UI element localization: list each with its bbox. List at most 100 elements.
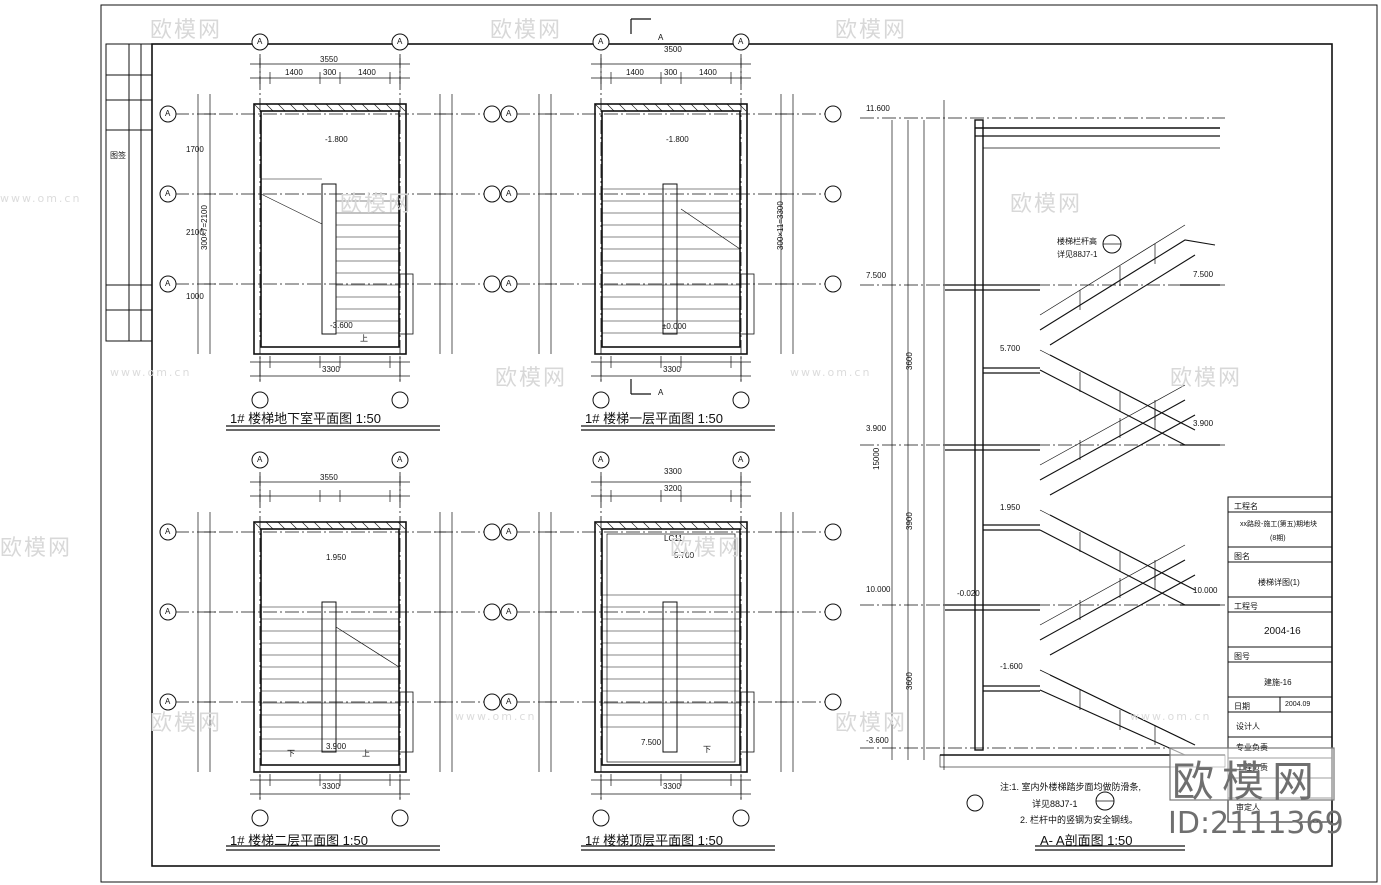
axis-label: A bbox=[397, 37, 403, 46]
section-cut-label: A bbox=[658, 388, 664, 397]
dim-label: 1400 bbox=[626, 68, 644, 77]
tb-no-value: 2004-16 bbox=[1264, 626, 1301, 637]
axis-label: A bbox=[165, 109, 171, 118]
dim-label: 3500 bbox=[664, 45, 682, 54]
dim-label: 3300 bbox=[664, 467, 682, 476]
level-label: -3.600 bbox=[330, 321, 353, 330]
level-label: -1.800 bbox=[325, 135, 348, 144]
axis-label: A bbox=[165, 527, 171, 536]
rail-note: 楼梯栏杆高 bbox=[1057, 237, 1097, 246]
axis-label: A bbox=[165, 279, 171, 288]
level-label: 7.500 bbox=[1193, 270, 1214, 279]
note-line-2: 2. 栏杆中的竖钢为安全钢线。 bbox=[1020, 815, 1139, 825]
level-label: ±0.000 bbox=[662, 322, 687, 331]
axis-label: A bbox=[506, 189, 512, 198]
stair-direction: 下 bbox=[287, 749, 295, 758]
tb-name-label: 图名 bbox=[1234, 552, 1250, 561]
level-label: 7.500 bbox=[866, 271, 887, 280]
tb-name-value: 楼梯详图(1) bbox=[1258, 578, 1300, 587]
axis-label: A bbox=[257, 455, 263, 464]
dim-label: 2100 bbox=[186, 228, 204, 237]
tb-sign-designer: 设计人 bbox=[1236, 722, 1260, 731]
dim-label: 3200 bbox=[664, 484, 682, 493]
axis-label: A bbox=[506, 109, 512, 118]
section-cut-label: A bbox=[658, 33, 664, 42]
level-label: 5.700 bbox=[1000, 344, 1021, 353]
axis-label: A bbox=[506, 697, 512, 706]
dim-label: 3300 bbox=[322, 782, 340, 791]
dim-label: 3550 bbox=[320, 473, 338, 482]
rail-ref: 详见88J7-1 bbox=[1057, 250, 1098, 259]
axis-label: A bbox=[165, 189, 171, 198]
axis-label: A bbox=[506, 527, 512, 536]
axis-label: A bbox=[738, 37, 744, 46]
stair-direction: 上 bbox=[362, 749, 370, 758]
dim-label: 1700 bbox=[186, 145, 204, 154]
axis-label: A bbox=[506, 279, 512, 288]
dim-label: 1000 bbox=[186, 292, 204, 301]
dim-label: 15000 bbox=[872, 447, 881, 470]
tb-project-value: xx路段-施工(第五)期地块 bbox=[1240, 521, 1317, 528]
axis-label: A bbox=[165, 607, 171, 616]
level-label: 3.900 bbox=[326, 742, 347, 751]
plan-title-ground: 1# 楼梯一层平面图 1:50 bbox=[585, 411, 723, 426]
level-label: 1.950 bbox=[326, 553, 347, 562]
tb-date-label: 日期 bbox=[1234, 702, 1250, 711]
tb-sign-discipline: 专业负责 bbox=[1236, 743, 1268, 752]
axis-label: A bbox=[738, 455, 744, 464]
dim-label: 1400 bbox=[358, 68, 376, 77]
axis-label: A bbox=[506, 607, 512, 616]
plan-title-second: 1# 楼梯二层平面图 1:50 bbox=[230, 833, 368, 848]
dim-label: 3550 bbox=[320, 55, 338, 64]
tb-project-value2: (8期) bbox=[1270, 535, 1286, 542]
section-title: A- A剖面图 1:50 bbox=[1040, 833, 1133, 848]
dim-label: 3900 bbox=[905, 512, 914, 530]
tb-no-label: 工程号 bbox=[1234, 602, 1258, 611]
level-label: -3.600 bbox=[866, 736, 889, 745]
level-label: 10.000 bbox=[1193, 586, 1218, 595]
dim-label: 3300 bbox=[322, 365, 340, 374]
leftbar-label: 图签 bbox=[110, 151, 126, 160]
tb-sign-approve: 审定人 bbox=[1236, 803, 1260, 812]
level-label: 10.000 bbox=[866, 585, 891, 594]
tb-date-value: 2004.09 bbox=[1285, 701, 1311, 708]
level-label: -0.020 bbox=[957, 589, 980, 598]
watermark-big-logo: 欧模网 bbox=[1172, 757, 1323, 806]
level-label: 3.900 bbox=[1193, 419, 1214, 428]
level-label: 3.900 bbox=[866, 424, 887, 433]
note-line-1b: 详见88J7-1 bbox=[1032, 799, 1078, 809]
dim-label: 300×7=2100 bbox=[200, 205, 209, 250]
level-label: 7.500 bbox=[641, 738, 662, 747]
level-label: -1.600 bbox=[1000, 662, 1023, 671]
level-label: 5.700 bbox=[674, 551, 695, 560]
axis-label: A bbox=[598, 37, 604, 46]
stair-direction: 下 bbox=[703, 745, 711, 754]
level-label: 1.950 bbox=[1000, 503, 1021, 512]
dim-label: 3600 bbox=[905, 352, 914, 370]
axis-label: A bbox=[397, 455, 403, 464]
axis-label: A bbox=[257, 37, 263, 46]
tb-sheet-label: 图号 bbox=[1234, 652, 1250, 661]
dim-label: 3300 bbox=[663, 782, 681, 791]
tb-sheet-value: 建施-16 bbox=[1264, 678, 1292, 687]
level-label: -1.800 bbox=[666, 135, 689, 144]
axis-label: A bbox=[598, 455, 604, 464]
dim-label: 300 bbox=[664, 68, 678, 77]
window-tag: LC11 bbox=[664, 534, 683, 543]
axis-label: A bbox=[165, 697, 171, 706]
dim-label: 1400 bbox=[699, 68, 717, 77]
watermark-big-id: ID:2111369 bbox=[1168, 806, 1344, 841]
plan-title-basement: 1# 楼梯地下室平面图 1:50 bbox=[230, 411, 381, 426]
tb-project-label: 工程名 bbox=[1234, 502, 1258, 511]
level-label: 11.600 bbox=[866, 104, 890, 113]
dim-label: 3600 bbox=[905, 672, 914, 690]
note-line-1: 注:1. 室内外楼梯踏步面均做防滑条, bbox=[1000, 782, 1142, 792]
stair-direction: 上 bbox=[360, 334, 368, 343]
dim-label: 1400 bbox=[285, 68, 303, 77]
dim-label: 300 bbox=[323, 68, 337, 77]
tb-sign-project: 工程负责 bbox=[1236, 763, 1268, 772]
dim-label: 300×11=3300 bbox=[776, 201, 785, 250]
plan-title-top: 1# 楼梯顶层平面图 1:50 bbox=[585, 833, 723, 848]
dim-label: 3300 bbox=[663, 365, 681, 374]
